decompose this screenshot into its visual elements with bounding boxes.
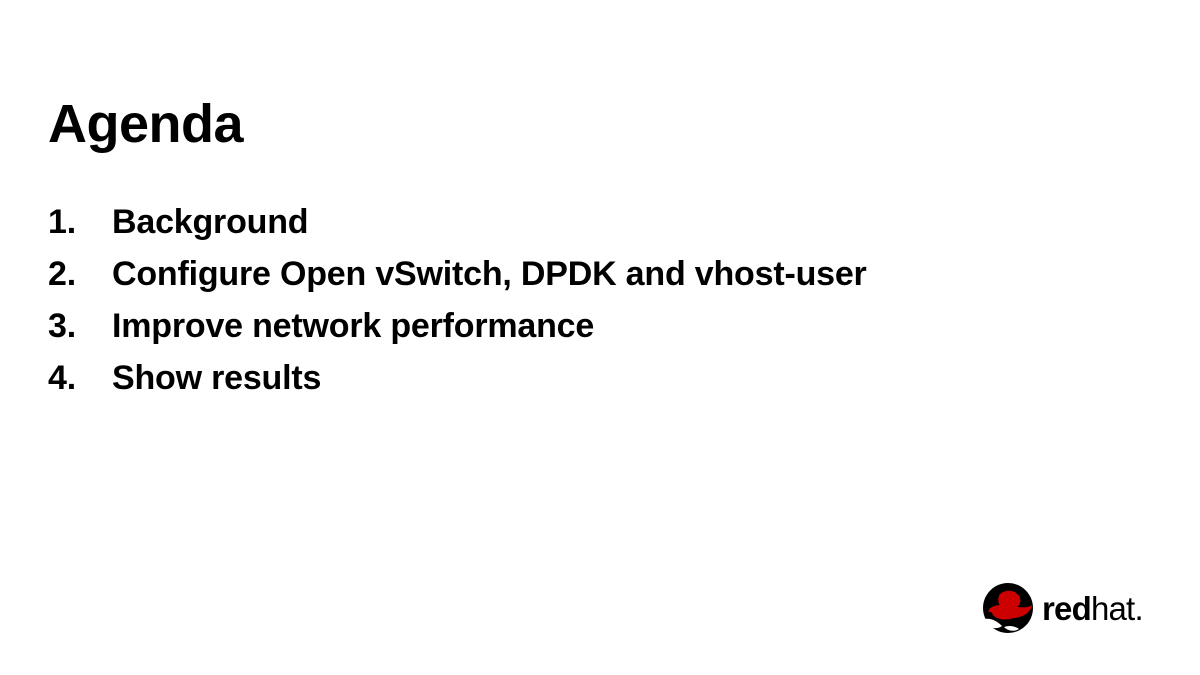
list-item: 1. Background: [48, 203, 867, 255]
list-item-label: Improve network performance: [112, 307, 595, 345]
redhat-logo: redhat.: [982, 580, 1168, 636]
list-item: 2. Configure Open vSwitch, DPDK and vhos…: [48, 255, 867, 307]
wordmark-hat: hat: [1090, 589, 1135, 627]
list-item-marker: 3.: [48, 307, 76, 345]
redhat-shadowman-icon: [983, 583, 1033, 633]
wordmark-red: red: [1042, 589, 1092, 627]
list-item-marker: 1.: [48, 203, 76, 241]
page-title: Agenda: [48, 94, 244, 155]
redhat-wordmark: redhat.: [1042, 589, 1144, 627]
list-item: 4. Show results: [48, 359, 867, 411]
wordmark-dot: .: [1134, 589, 1143, 627]
list-item-label: Show results: [112, 359, 322, 397]
list-item-marker: 2.: [48, 255, 76, 293]
list-item-label: Configure Open vSwitch, DPDK and vhost-u…: [112, 255, 867, 293]
list-item-marker: 4.: [48, 359, 76, 397]
agenda-list: 1. Background 2. Configure Open vSwitch,…: [48, 203, 867, 411]
list-item: 3. Improve network performance: [48, 307, 867, 359]
list-item-label: Background: [112, 203, 309, 241]
